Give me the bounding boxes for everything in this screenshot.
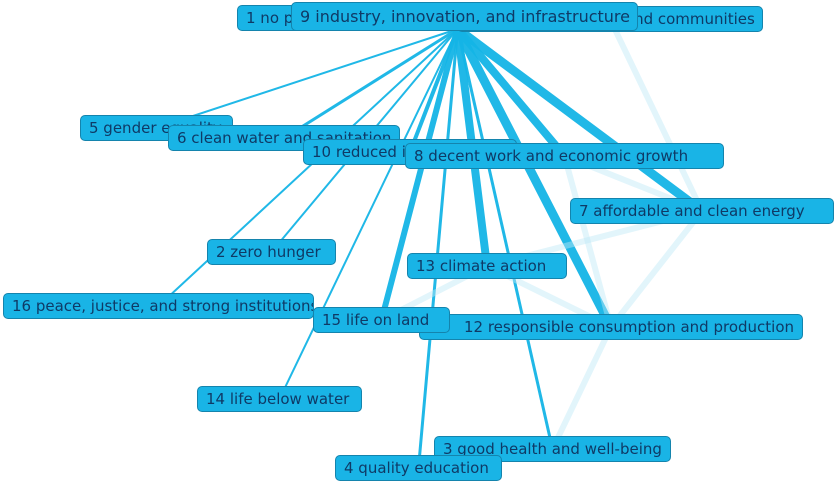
node-15-life-on-land[interactable]: 15 life on land (313, 307, 450, 333)
edge-n9-n3 (456, 27, 554, 451)
node-2-zero-hunger[interactable]: 2 zero hunger (207, 239, 336, 265)
edge-n9-n4 (417, 27, 460, 470)
node-9-industry-innovation[interactable]: 9 industry, innovation, and infrastructu… (291, 2, 638, 31)
edge-n9-n6 (282, 27, 460, 140)
edge-n9-n10 (408, 27, 460, 154)
edge-n9-n8 (453, 25, 569, 160)
node-12-responsible-consumption[interactable]: 12 responsible consumption and productio… (419, 314, 803, 340)
edge-n12-n3 (549, 324, 614, 452)
node-14-life-below-water[interactable]: 14 life below water (197, 386, 362, 412)
edge-n8-n12 (561, 153, 614, 330)
node-4-quality-education[interactable]: 4 quality education (335, 455, 502, 481)
edge-n9-n14 (278, 28, 459, 400)
node-16-peace-justice[interactable]: 16 peace, justice, and strong institutio… (3, 293, 314, 319)
node-8-decent-work[interactable]: 8 decent work and economic growth (405, 143, 724, 169)
edge-n9-n15 (378, 26, 461, 323)
edge-n9-n12 (453, 24, 616, 332)
edge-n9-n5 (155, 28, 459, 129)
edge-n11-n7 (607, 16, 705, 214)
node-13-climate-action[interactable]: 13 climate action (407, 253, 567, 279)
edge-n9-n7 (453, 24, 707, 216)
edge-n7-n12 (608, 208, 705, 330)
node-7-affordable-energy[interactable]: 7 affordable and clean energy (570, 198, 834, 224)
node-3-good-health[interactable]: 3 good health and well-being (434, 436, 671, 462)
